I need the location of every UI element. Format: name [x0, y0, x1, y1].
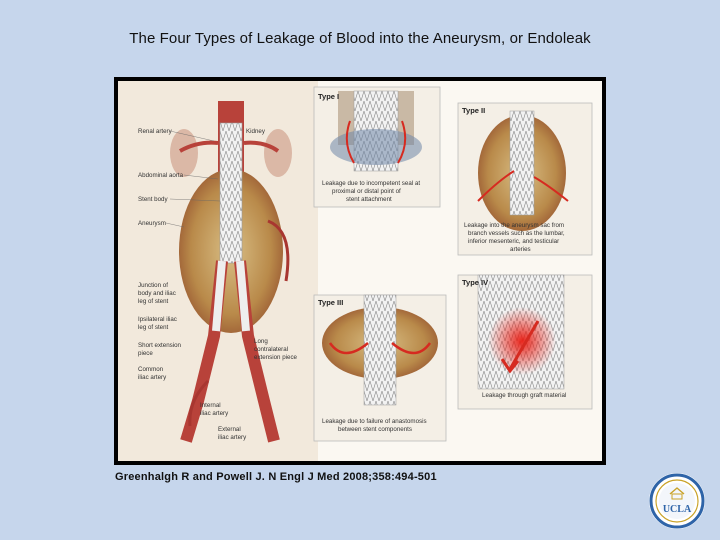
label-common-iliac-1: Common — [138, 366, 164, 373]
label-aneurysm: Aneurysm — [138, 220, 166, 227]
label-ipsilateral-2: leg of stent — [138, 324, 169, 331]
label-common-iliac-2: iliac artery — [138, 374, 167, 381]
panel-type3: Type III Leakage due to failure of anast… — [313, 294, 447, 442]
label-short-ext-1: Short extension — [138, 342, 182, 349]
type2-caption-3: inferior mesenteric, and testicular — [468, 238, 559, 245]
renal-artery-right — [243, 140, 280, 153]
renal-artery-left — [179, 140, 219, 153]
ucla-seal-logo: UCLA — [649, 473, 705, 529]
right-kidney — [264, 129, 292, 177]
label-stent-body: Stent body — [138, 196, 168, 203]
label-renal-artery: Renal artery — [138, 128, 173, 135]
anatomy-labels: Renal artery Kidney Abdominal aorta Sten… — [138, 128, 298, 441]
branch-artery — [267, 219, 290, 282]
label-long-ext-2: contralateral — [254, 346, 288, 353]
type2-label: Type II — [462, 106, 485, 115]
label-abdominal-aorta: Abdominal aorta — [138, 172, 184, 179]
label-ipsilateral-1: Ipsilateral iliac — [138, 316, 177, 323]
type4-label: Type IV — [462, 278, 488, 287]
label-internal-iliac-1: Internal — [200, 402, 221, 409]
ucla-seal-text: UCLA — [663, 504, 692, 515]
label-kidney: Kidney — [246, 128, 266, 135]
label-internal-iliac-2: iliac artery — [200, 410, 229, 417]
label-junction-3: leg of stent — [138, 298, 169, 305]
type1-caption-1: Leakage due to incompetent seal at — [322, 180, 420, 187]
main-anatomy — [170, 101, 292, 443]
type2-caption-2: branch vessels such as the lumbar, — [468, 230, 565, 237]
label-long-ext-3: extension piece — [254, 354, 298, 361]
type3-caption-1: Leakage due to failure of anastomosis — [322, 418, 427, 425]
panel-type1: Type I Leakage due to incompetent seal a… — [313, 86, 441, 208]
internal-iliac-left — [188, 379, 210, 427]
type2-caption-4: arteries — [510, 246, 531, 253]
type4-caption-1: Leakage through graft material — [482, 392, 566, 399]
label-junction-2: body and iliac — [138, 290, 176, 297]
type1-caption-2: proximal or distal point of — [332, 188, 401, 195]
endoleak-illustration: Renal artery Kidney Abdominal aorta Sten… — [118, 81, 602, 461]
citation: Greenhalgh R and Powell J. N Engl J Med … — [115, 471, 437, 483]
left-kidney — [170, 129, 198, 177]
type1-caption-3: stent attachment — [346, 196, 392, 203]
ipsilateral-leg — [212, 260, 226, 332]
type3-caption-2: between stent components — [338, 426, 412, 433]
contralateral-leg — [236, 260, 250, 332]
label-external-iliac-1: External — [218, 426, 241, 433]
label-long-ext-1: Long — [254, 338, 268, 345]
type3-label: Type III — [318, 298, 343, 307]
endoleak-figure: Renal artery Kidney Abdominal aorta Sten… — [114, 77, 606, 465]
panel-type2: Type II Leakage into the aneurysm sac fr… — [457, 102, 593, 256]
label-junction-1: Junction of — [138, 282, 168, 289]
label-external-iliac-2: iliac artery — [218, 434, 247, 441]
type1-label: Type I — [318, 92, 339, 101]
label-short-ext-2: piece — [138, 350, 153, 357]
slide-title: The Four Types of Leakage of Blood into … — [129, 30, 591, 47]
stent-body — [219, 122, 243, 264]
panel-type4: Type IV Leakage through graft material — [457, 274, 593, 410]
type2-caption-1: Leakage into the aneurysm sac from — [464, 222, 564, 229]
